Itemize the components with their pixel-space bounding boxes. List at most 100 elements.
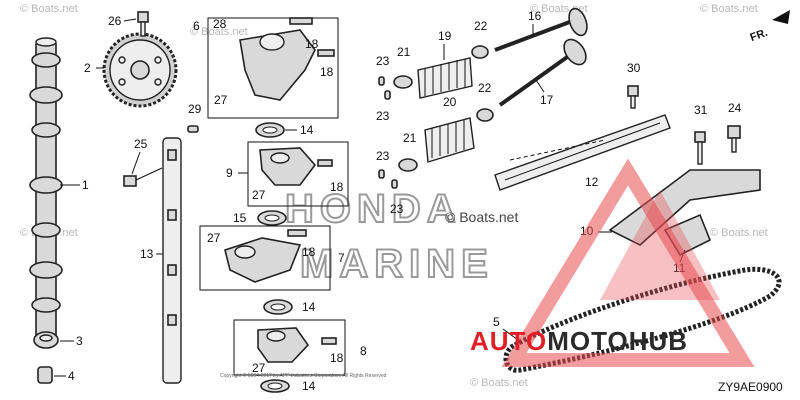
rocker-arm-8 <box>257 327 337 363</box>
watermark-brand-line1: HONDA <box>285 187 462 231</box>
callout-27b: 27 <box>252 188 266 202</box>
callout-14a: 14 <box>300 123 314 137</box>
callout-2: 2 <box>84 61 91 75</box>
callout-19: 19 <box>438 29 452 43</box>
thrust-washer-1 <box>255 122 285 138</box>
callout-18d: 18 <box>302 245 316 259</box>
watermark-top-2: © Boats.net <box>190 26 248 38</box>
callout-20: 20 <box>443 95 457 109</box>
intake-valve <box>494 7 588 52</box>
valve-spring-20 <box>424 117 475 163</box>
gear-bolt <box>137 11 149 37</box>
rocker-arm-9 <box>259 147 333 186</box>
callout-31: 31 <box>694 103 708 117</box>
callout-6: 6 <box>193 19 200 33</box>
callout-27c: 27 <box>207 231 221 245</box>
cam-seal <box>33 331 59 349</box>
callout-14b: 14 <box>302 300 316 314</box>
watermark-right: © Boats.net <box>710 227 768 239</box>
callout-1: 1 <box>82 178 89 192</box>
callout-13: 13 <box>140 247 154 261</box>
callout-23c: 23 <box>376 149 390 163</box>
rocker-shaft <box>162 137 182 384</box>
logo-wordmark: AUTOMOTOHUB <box>470 326 688 356</box>
arrow-icon <box>772 10 790 24</box>
callout-16: 16 <box>528 9 542 23</box>
spring-retainer-2 <box>398 158 418 172</box>
callout-28: 28 <box>213 17 227 31</box>
shaft-bolt <box>123 167 163 187</box>
automotohub-logo: AUTOMOTOHUB <box>470 158 755 367</box>
callout-4: 4 <box>68 369 75 383</box>
leader-12 <box>509 139 606 161</box>
guide-bolt-30 <box>627 85 639 109</box>
thrust-washer-15 <box>257 210 287 226</box>
tensioner-bolt-31 <box>694 131 706 165</box>
callout-23b: 23 <box>376 109 390 123</box>
callout-3: 3 <box>76 334 83 348</box>
valve-cotters <box>378 76 398 189</box>
valve-seal-1 <box>471 45 489 59</box>
spring-retainer-1 <box>393 75 413 89</box>
front-direction-indicator: FR. <box>749 10 790 44</box>
group-8-frame <box>233 319 346 376</box>
callout-14c: 14 <box>302 379 316 393</box>
callout-25: 25 <box>134 137 148 151</box>
callout-17: 17 <box>540 93 554 107</box>
cam-chain <box>503 266 782 373</box>
copyright-line: Copyright © 2004-2017 by APP Industries … <box>220 372 387 379</box>
callout-22b: 22 <box>478 81 492 95</box>
callout-26: 26 <box>108 14 122 28</box>
callout-27a: 27 <box>214 93 228 107</box>
callout-9: 9 <box>226 166 233 180</box>
logo-word-hub: HUB <box>629 326 688 356</box>
dowel-pin <box>187 125 199 133</box>
tensioner-bolt-24 <box>727 125 741 153</box>
callout-21b: 21 <box>403 131 417 145</box>
thrust-washer-2 <box>263 299 293 315</box>
callout-18c: 18 <box>330 180 344 194</box>
watermark-brand-line2: MARINE <box>300 242 494 286</box>
exhaust-valve <box>498 38 587 107</box>
callout-23d: 23 <box>390 202 404 216</box>
rocker-arm-upper <box>239 17 335 101</box>
watermark-center: © Boats.net <box>445 209 518 225</box>
watermark-top: © Boats.net <box>20 3 78 15</box>
watermark-top-4: © Boats.net <box>700 3 758 15</box>
direction-label: FR. <box>749 27 770 44</box>
honda-marine-watermark: HONDA MARINE © Boats.net <box>284 186 518 287</box>
group-7-frame <box>199 225 331 291</box>
cam-chain-guide <box>494 114 671 191</box>
callout-21a: 21 <box>397 45 411 59</box>
callout-18b: 18 <box>320 65 334 79</box>
drawing-code: ZY9AE0900 <box>718 380 783 394</box>
callout-27d: 27 <box>252 361 266 375</box>
callout-8: 8 <box>360 344 367 358</box>
watermark-bottom: © Boats.net <box>470 377 528 389</box>
callout-24: 24 <box>728 101 742 115</box>
rocker-arm-7 <box>224 229 307 283</box>
camshaft <box>29 37 63 341</box>
callout-29: 29 <box>188 102 202 116</box>
callout-18a: 18 <box>305 37 319 51</box>
valve-seal-2 <box>476 108 494 122</box>
callout-23a: 23 <box>376 54 390 68</box>
logo-word-moto: MOTO <box>547 326 629 356</box>
callout-22a: 22 <box>474 19 488 33</box>
cam-bushing <box>37 366 53 384</box>
logo-triangle-inner-icon <box>600 190 720 300</box>
callout-7: 7 <box>338 251 345 265</box>
logo-triangle-icon <box>501 158 755 367</box>
valve-spring-19 <box>417 57 473 99</box>
callout-15: 15 <box>233 211 247 225</box>
callout-5: 5 <box>493 315 500 329</box>
callout-30: 30 <box>627 61 641 75</box>
callout-12: 12 <box>585 175 599 189</box>
group-9-frame <box>247 141 349 207</box>
logo-word-auto: AUTO <box>470 326 547 356</box>
thrust-washer-3 <box>260 379 290 393</box>
cam-gear <box>102 32 178 108</box>
callout-18e: 18 <box>330 351 344 365</box>
